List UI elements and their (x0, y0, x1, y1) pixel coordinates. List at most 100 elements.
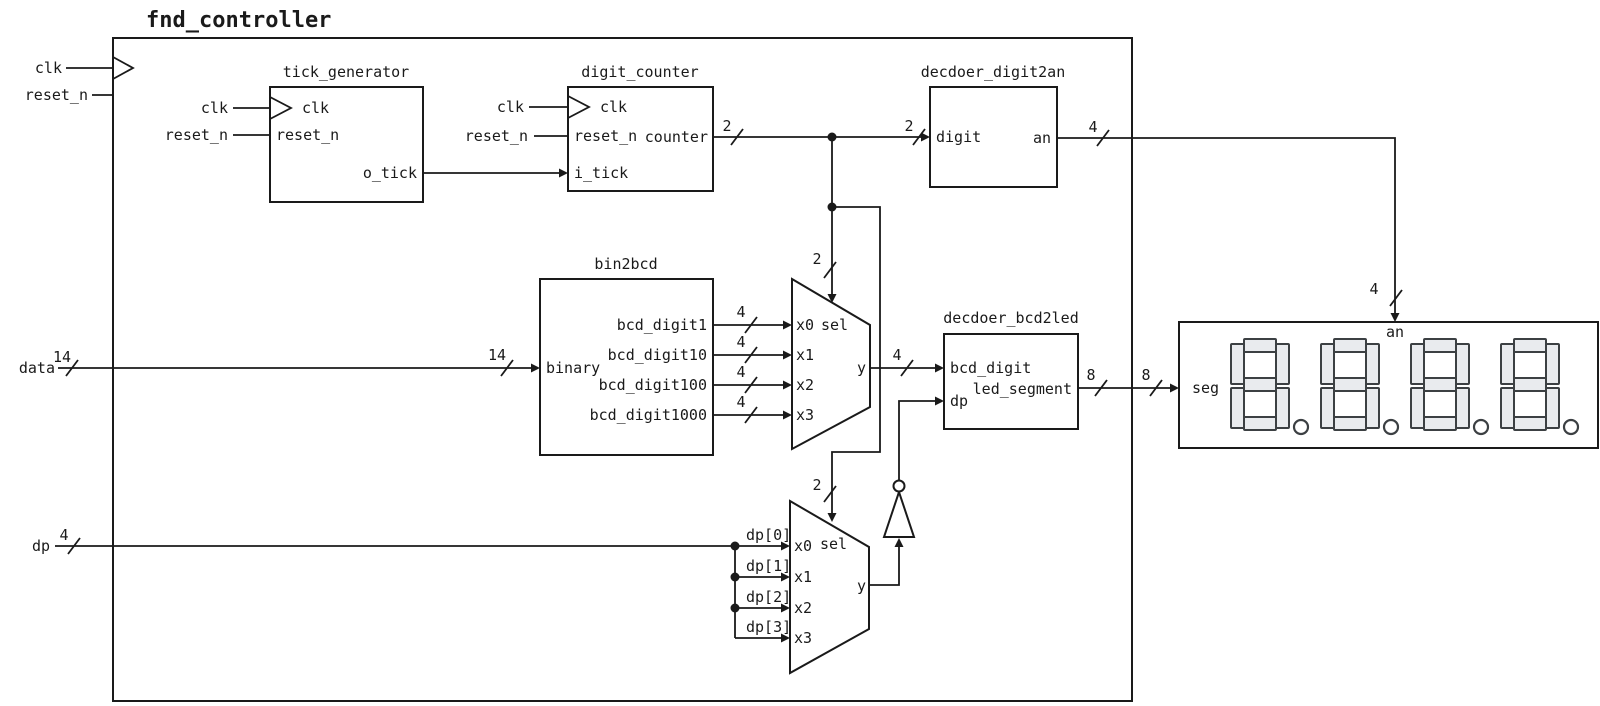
dp0-wire-label: dp[0] (746, 526, 791, 544)
clock-chevron-icon (112, 56, 135, 80)
tick-reset-stub-label: reset_n (165, 126, 228, 144)
bin2bcd-d10-port: bcd_digit10 (608, 346, 707, 364)
arrowhead-icon (783, 350, 792, 360)
bus-slash-icon (744, 316, 758, 334)
segment-a (1243, 338, 1277, 353)
bus-width-label: 2 (812, 250, 821, 268)
seven-segment-digit (1410, 338, 1490, 436)
segment-b (1365, 343, 1380, 385)
arrowhead-icon (783, 380, 792, 390)
mux1-x3-port: x3 (796, 406, 814, 424)
segment-d (1333, 416, 1367, 431)
bus-slash-icon (823, 261, 837, 279)
bus-width-label: 2 (904, 117, 913, 135)
bus-slash-icon (67, 537, 81, 555)
bcd2led-bcddigit-port: bcd_digit (950, 359, 1031, 377)
arrowhead-icon (783, 410, 792, 420)
bus-width-label: 4 (1088, 118, 1097, 136)
wire-an-bus (1057, 137, 1396, 315)
wire-inverter-out (898, 400, 937, 480)
mux2-sel-port: sel (820, 535, 847, 553)
segment-c (1455, 387, 1470, 429)
dp3-wire-label: dp[3] (746, 618, 791, 636)
mux2-x3-port: x3 (794, 629, 812, 647)
input-reset-n-label: reset_n (25, 86, 88, 104)
diagram-title: fnd_controller (146, 8, 331, 33)
arrowhead-icon (781, 603, 790, 613)
digit2an-an-port: an (1033, 129, 1051, 147)
bus-slash-icon (65, 359, 79, 377)
segment-c (1365, 387, 1380, 429)
mux1-x1-port: x1 (796, 346, 814, 364)
decimal-point-icon (1292, 418, 1310, 436)
mux1-shape (791, 277, 871, 451)
segment-b (1455, 343, 1470, 385)
clock-chevron-icon (567, 95, 591, 119)
bcd2led-dp-port: dp (950, 392, 968, 410)
dp1-wire-label: dp[1] (746, 557, 791, 575)
arrowhead-icon (935, 363, 944, 373)
arrowhead-icon (921, 132, 930, 142)
dc-itick-port: i_tick (574, 164, 628, 182)
segment-f (1320, 343, 1335, 385)
bus-width-label: 4 (59, 526, 68, 544)
bus-width-label: 4 (892, 346, 901, 364)
bus-slash-icon (744, 346, 758, 364)
segment-g (1423, 377, 1457, 392)
bus-width-label: 4 (736, 393, 745, 411)
segment-a (1513, 338, 1547, 353)
segment-a (1423, 338, 1457, 353)
decimal-point-icon (1382, 418, 1400, 436)
dc-clk-port: clk (600, 98, 627, 116)
bus-width-label: 4 (736, 303, 745, 321)
tick-generator-title: tick_generator (283, 63, 409, 81)
digit-counter-title: digit_counter (581, 63, 698, 81)
digit2an-digit-port: digit (936, 128, 981, 146)
bin2bcd-binary-port: binary (546, 359, 600, 377)
input-data-label: data (19, 359, 55, 377)
bcd2led-box (943, 333, 1079, 430)
segment-e (1230, 387, 1245, 429)
segment-e (1320, 387, 1335, 429)
mux2-x0-port: x0 (794, 537, 812, 555)
bus-slash-icon (1096, 129, 1110, 147)
bus-slash-icon (1389, 289, 1403, 307)
bus-width-label: 8 (1141, 366, 1150, 384)
bus-slash-icon (1149, 379, 1163, 397)
mux2-y-port: y (857, 577, 866, 595)
bin2bcd-title: bin2bcd (594, 255, 657, 273)
bus-slash-icon (1094, 379, 1108, 397)
dc-reset-port: reset_n (574, 127, 637, 145)
bcd2led-title: decdoer_bcd2led (943, 309, 1078, 327)
bus-width-label: 4 (736, 333, 745, 351)
bus-slash-icon (900, 359, 914, 377)
segment-b (1275, 343, 1290, 385)
arrowhead-icon (1170, 383, 1179, 393)
arrowhead-icon (781, 572, 790, 582)
bus-slash-icon (912, 128, 926, 146)
arrowhead-icon (781, 633, 790, 643)
segment-e (1410, 387, 1425, 429)
bus-slash-icon (500, 359, 514, 377)
bus-width-label: 8 (1086, 366, 1095, 384)
segment-e (1500, 387, 1515, 429)
segment-g (1513, 377, 1547, 392)
seven-segment-digit (1500, 338, 1580, 436)
bus-slash-icon (744, 376, 758, 394)
bus-slash-icon (744, 406, 758, 424)
inverter-bubble-icon (892, 479, 906, 493)
segment-g (1333, 377, 1367, 392)
tick-clk-port: clk (302, 99, 329, 117)
tick-reset-port: reset_n (276, 126, 339, 144)
arrowhead-icon (827, 513, 837, 522)
mux2-x2-port: x2 (794, 599, 812, 617)
bus-width-label: 2 (812, 476, 821, 494)
input-clk-label: clk (35, 59, 62, 77)
bin2bcd-d1-port: bcd_digit1 (617, 316, 707, 334)
junction-dot (827, 132, 837, 142)
wire-mux2-y (869, 547, 900, 586)
segment-c (1545, 387, 1560, 429)
decimal-point-icon (1562, 418, 1580, 436)
